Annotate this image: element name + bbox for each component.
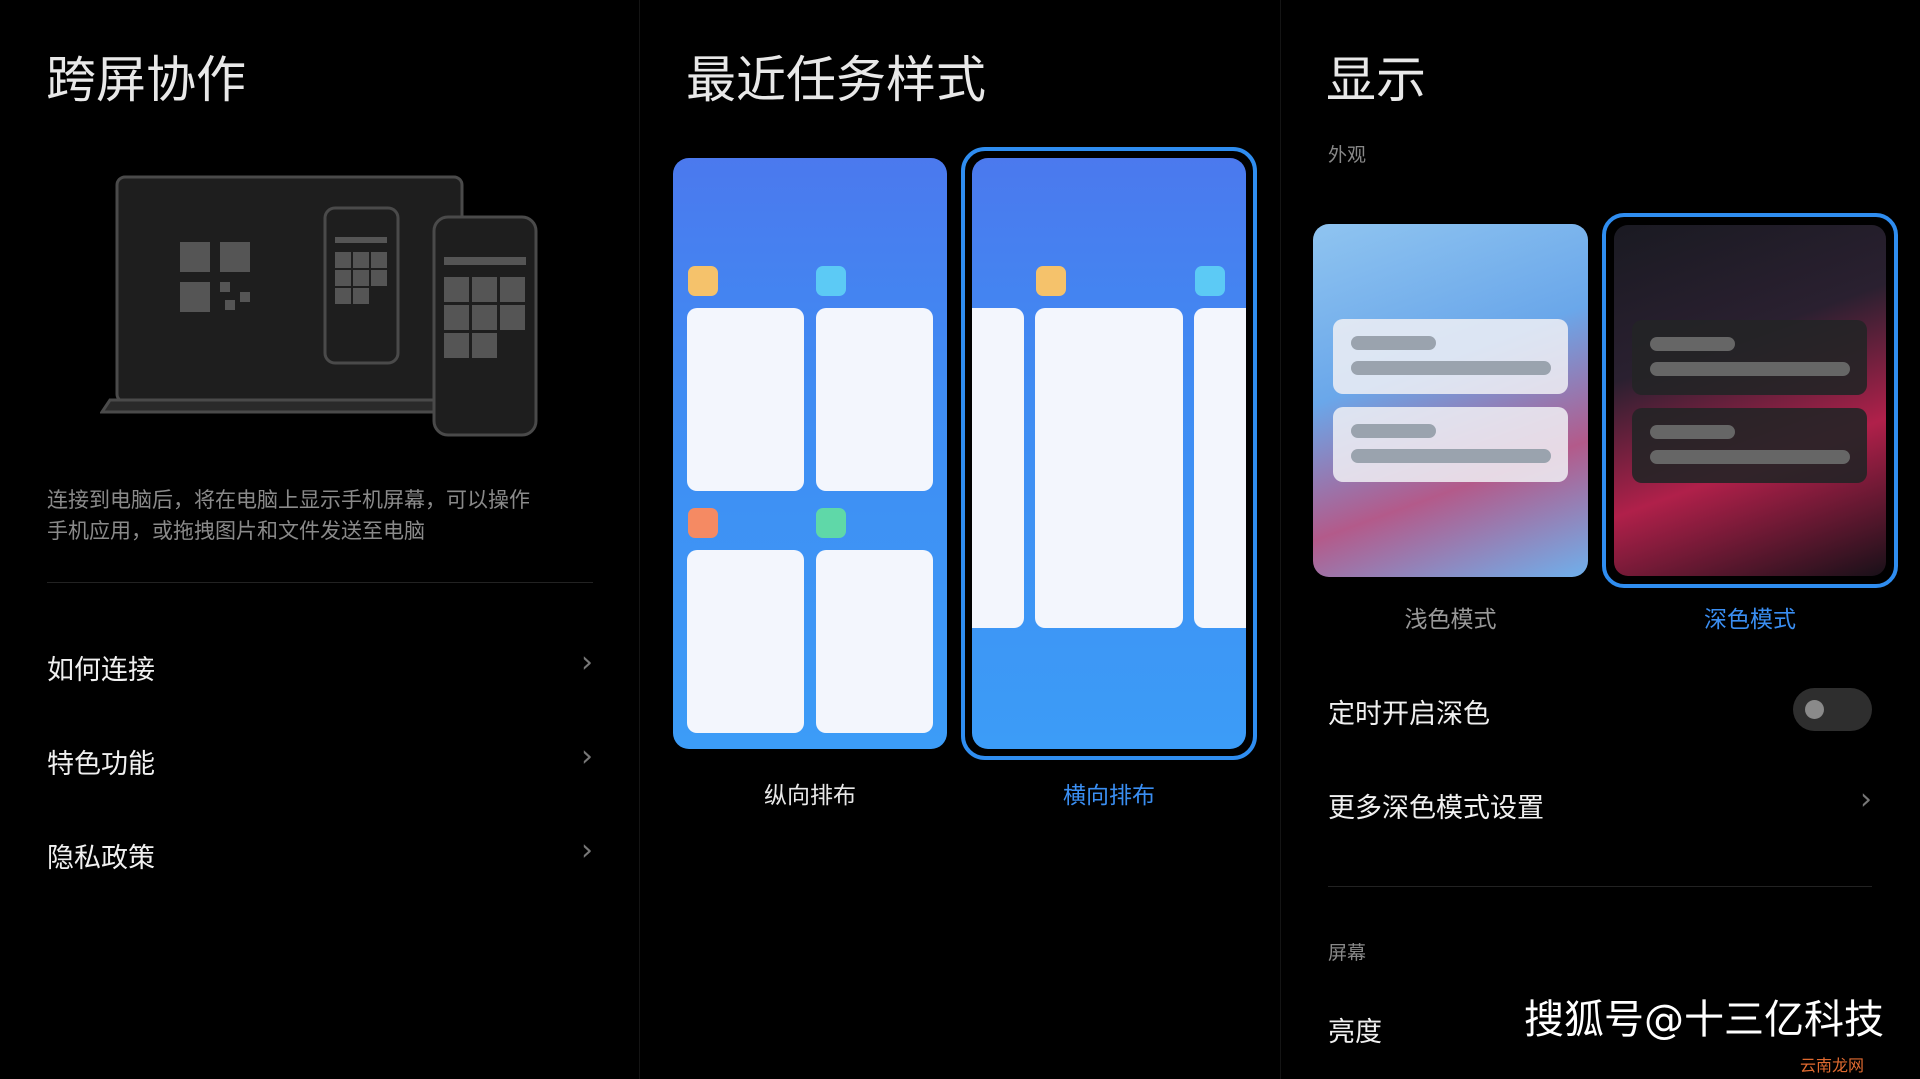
app-icon bbox=[1036, 266, 1066, 296]
toggle-knob bbox=[1805, 700, 1824, 719]
app-icon bbox=[816, 508, 846, 538]
section-header: 屏幕 bbox=[1328, 942, 1367, 964]
watermark-logo: 云南龙网 bbox=[1800, 1056, 1865, 1075]
item-label: 隐私政策 bbox=[47, 843, 155, 874]
task-card bbox=[1035, 308, 1183, 628]
item-label: 更多深色模式设置 bbox=[1328, 793, 1544, 824]
description-line: 连接到电脑后，将在电脑上显示手机屏幕，可以操作 bbox=[47, 488, 530, 512]
task-card bbox=[687, 550, 804, 733]
task-card bbox=[816, 550, 933, 733]
task-card bbox=[972, 308, 1024, 628]
list-item-how-to-connect[interactable]: 如何连接 › bbox=[47, 645, 593, 689]
option-vertical-layout[interactable] bbox=[673, 158, 947, 749]
scheduled-dark-label: 定时开启深色 bbox=[1328, 699, 1490, 730]
dark-mode-option-selected[interactable] bbox=[1602, 213, 1898, 588]
column-divider bbox=[639, 0, 640, 1079]
preview-card bbox=[1333, 407, 1568, 482]
page-title-cross-screen: 跨屏协作 bbox=[46, 51, 246, 109]
app-icon bbox=[1195, 266, 1225, 296]
list-item-features[interactable]: 特色功能 › bbox=[47, 739, 593, 783]
option-horizontal-layout-selected[interactable] bbox=[961, 147, 1257, 760]
item-label: 如何连接 bbox=[47, 655, 155, 686]
page-title-display: 显示 bbox=[1326, 51, 1426, 109]
mode-label: 深色模式 bbox=[1704, 607, 1796, 633]
chevron-right-icon: › bbox=[581, 833, 593, 868]
task-card bbox=[1194, 308, 1246, 628]
column-divider bbox=[1280, 0, 1281, 1079]
chevron-right-icon: › bbox=[581, 739, 593, 774]
option-label: 纵向排布 bbox=[764, 783, 856, 809]
chevron-right-icon: › bbox=[1860, 782, 1872, 817]
more-dark-settings-row[interactable]: 更多深色模式设置 › bbox=[1328, 782, 1872, 828]
description: 连接到电脑后，将在电脑上显示手机屏幕，可以操作 手机应用，或拖拽图片和文件发送至… bbox=[47, 485, 530, 547]
task-card bbox=[816, 308, 933, 491]
chevron-right-icon: › bbox=[581, 645, 593, 680]
app-icon bbox=[816, 266, 846, 296]
app-icon bbox=[688, 508, 718, 538]
divider bbox=[47, 582, 593, 583]
section-header: 外观 bbox=[1328, 144, 1367, 166]
brightness-row[interactable]: 亮度 bbox=[1328, 1017, 1382, 1048]
mode-label: 浅色模式 bbox=[1404, 607, 1497, 633]
laptop-phone-illustration bbox=[100, 175, 538, 437]
item-label: 特色功能 bbox=[47, 749, 155, 780]
list-item-privacy[interactable]: 隐私政策 › bbox=[47, 833, 593, 877]
preview-card bbox=[1333, 319, 1568, 394]
scheduled-dark-toggle[interactable] bbox=[1793, 688, 1872, 731]
light-mode-option[interactable] bbox=[1313, 224, 1588, 577]
watermark: 搜狐号@十三亿科技 bbox=[1524, 997, 1884, 1043]
preview-card bbox=[1632, 408, 1867, 483]
app-icon bbox=[688, 266, 718, 296]
page-title-recents-style: 最近任务样式 bbox=[686, 51, 986, 109]
description-line: 手机应用，或拖拽图片和文件发送至电脑 bbox=[47, 519, 425, 543]
divider bbox=[1328, 886, 1872, 887]
option-label: 横向排布 bbox=[1063, 783, 1155, 809]
task-card bbox=[687, 308, 804, 491]
preview-card bbox=[1632, 320, 1867, 395]
